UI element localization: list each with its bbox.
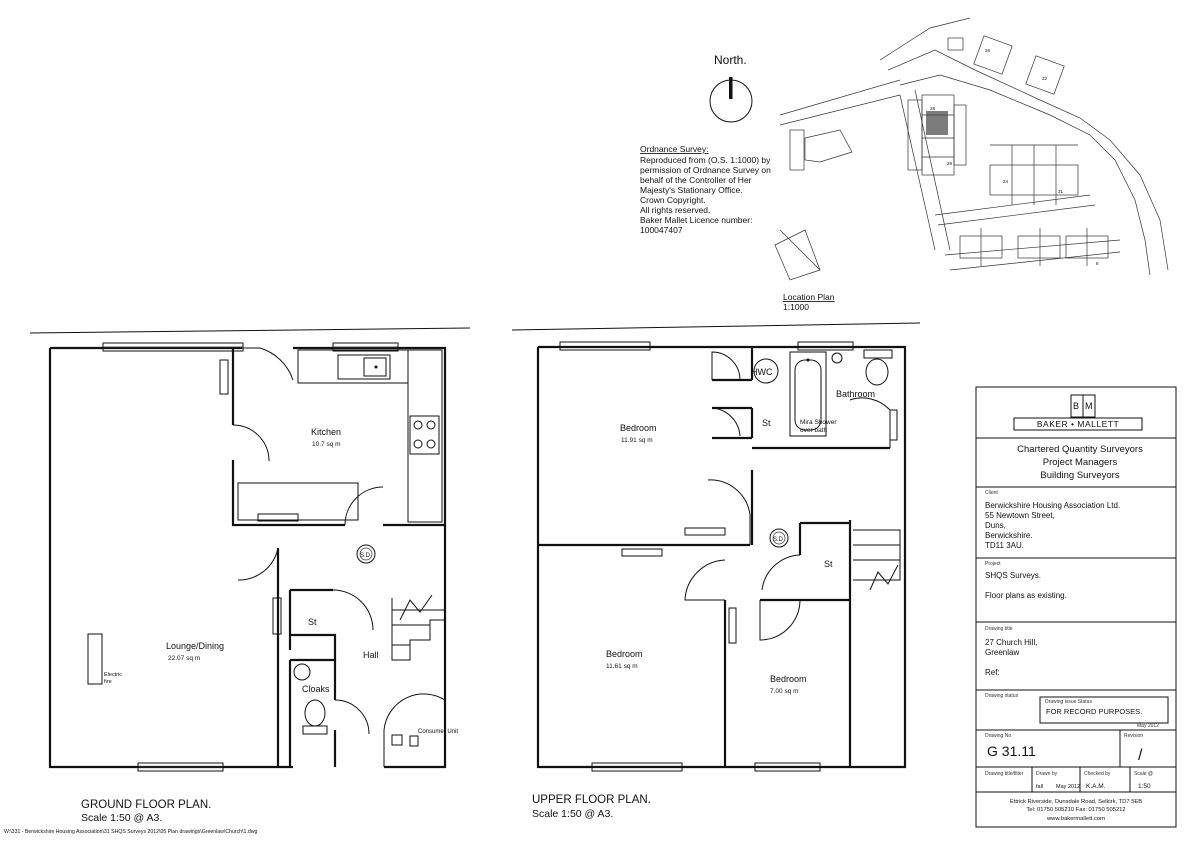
bedroom3-area: 7.00 sq m (770, 688, 799, 695)
upper-floor-title: UPPER FLOOR PLAN. (532, 794, 651, 806)
bedroom2-area: 11.61 sq m (606, 663, 638, 670)
os-line: All rights reserved. (640, 205, 710, 215)
gf-smoke-detector: S.D (360, 553, 371, 559)
os-line: Majesty's Stationary Office. (640, 185, 743, 195)
checked-value: K.A.M. (1086, 783, 1106, 790)
drawing-title-label: Drawing title (985, 626, 1013, 632)
status-value: FOR RECORD PURPOSES. (1046, 707, 1142, 716)
client-line: Berwickshire Housing Association Ltd. (985, 501, 1120, 510)
status-label: Drawing issue Status (1045, 699, 1092, 705)
client-line: Duns, (985, 521, 1006, 530)
ground-floor-plan: S.D Kitchen 10.7 sq m Lounge/Dining 22.0… (29, 327, 471, 772)
client-line: Berwickshire. (985, 531, 1033, 540)
location-plan-scale: 1:1000 (783, 302, 809, 312)
office-tel: Tel: 01750 505210 Fax: 01750 505212 (1026, 807, 1125, 813)
os-line: 100047407 (640, 225, 683, 235)
drawing-no-label: Drawing No (985, 733, 1011, 739)
scale-label: Scale @ (1134, 771, 1153, 777)
service-line: Project Managers (1043, 457, 1118, 468)
os-line: Baker Mallet Licence number: (640, 215, 752, 225)
plot-number: 26 (985, 48, 991, 53)
electric-fire-label: Electric (104, 672, 122, 678)
revision-value: / (1138, 747, 1143, 764)
kitchen-label: Kitchen (311, 427, 341, 437)
os-line: permission of Ordnance Survey on (640, 165, 771, 175)
ground-floor-scale: Scale 1:50 @ A3. (81, 812, 162, 824)
scale-value: 1:50 (1138, 783, 1151, 790)
date-label: Drawn by (1036, 771, 1058, 777)
consumer-unit-label: Consumer Unit (418, 729, 458, 735)
project-line: Floor plans as existing. (985, 591, 1067, 600)
bathroom-label: Bathroom (836, 389, 875, 399)
ref-label: Ref: (985, 668, 1000, 677)
lounge-label: Lounge/Dining (166, 641, 224, 651)
address-line: 27 Church Hill, (985, 638, 1037, 647)
address-line: Greenlaw (985, 648, 1019, 657)
gf-store-label: St (308, 617, 317, 627)
location-plan-map: 26 32 28 29 24 31 8 (774, 17, 1169, 281)
revision-label: Revision (1124, 733, 1143, 739)
shower-label: over bath (800, 427, 827, 434)
client-label: Client (985, 490, 998, 496)
office-address: Ettrick Riverside, Dunsdale Road, Selkir… (1010, 799, 1142, 805)
bedroom3-label: Bedroom (770, 674, 807, 684)
os-line: Reproduced from (O.S. 1:1000) by (640, 155, 771, 165)
checked-label: Checked by (1084, 771, 1111, 777)
plot-number: 8 (1096, 261, 1099, 266)
drawing-no-value: G 31.11 (987, 743, 1036, 759)
client-line: TD11 3AU. (985, 541, 1024, 550)
electric-fire-label: fire (104, 679, 112, 685)
project-line: SHQS Surveys. (985, 571, 1041, 580)
upper-floor-caption: UPPER FLOOR PLAN. Scale 1:50 @ A3. (532, 794, 651, 820)
kitchen-area: 10.7 sq m (312, 441, 341, 448)
svg-text:M: M (1085, 401, 1093, 411)
service-line: Chartered Quantity Surveyors (1017, 444, 1143, 455)
plot-number: 29 (947, 161, 953, 166)
lounge-area: 22.07 sq m (168, 655, 200, 662)
ground-floor-title: GROUND FLOOR PLAN. (81, 799, 211, 811)
os-heading: Ordnance Survey: (640, 144, 709, 154)
drawn-by-value: fall (1036, 784, 1043, 790)
plot-number: 24 (1003, 179, 1009, 184)
uf-smoke-detector: S.D (773, 537, 784, 543)
hwc-label: HWC (751, 367, 773, 377)
ground-floor-caption: GROUND FLOOR PLAN. Scale 1:50 @ A3. (81, 799, 211, 824)
service-line: Building Surveyors (1040, 470, 1119, 481)
bedroom1-area: 11.91 sq m (621, 437, 653, 444)
os-line: behalf of the Controller of Her (640, 175, 752, 185)
drawn-by-label: Drawing title/filter (985, 771, 1024, 777)
project-label: Project (985, 561, 1001, 567)
file-path: W:\331 - Berwickshire Housing Associatio… (4, 829, 257, 835)
client-line: 55 Newtown Street, (985, 511, 1055, 520)
os-line: Crown Copyright. (640, 195, 706, 205)
bedroom2-label: Bedroom (606, 649, 643, 659)
upper-floor-scale: Scale 1:50 @ A3. (532, 808, 613, 820)
north-arrow: North. (709, 53, 753, 123)
shower-label: Mira Shower (800, 419, 837, 426)
uf-store1-label: St (762, 418, 771, 428)
location-plan-title: Location Plan (783, 292, 835, 302)
office-web: www.bakermallett.com (1046, 816, 1105, 822)
drawing-status-label: Drawing status (985, 693, 1019, 699)
company-name: BAKER • MALLETT (1037, 419, 1119, 429)
title-block: B M BAKER • MALLETT Chartered Quantity S… (975, 386, 1177, 828)
upper-floor-plan: HWC St Bathroom Mira Shower over bath St (511, 322, 921, 772)
bedroom1-label: Bedroom (620, 423, 657, 433)
date-value: May 2012 (1056, 784, 1080, 790)
plot-number: 31 (1058, 189, 1064, 194)
status-date: May 2012 (1137, 723, 1159, 729)
plot-number: 32 (1042, 76, 1048, 81)
plot-number: 28 (930, 106, 936, 111)
cloaks-label: Cloaks (302, 684, 330, 694)
location-plan-caption: Location Plan 1:1000 (783, 292, 835, 312)
hall-label: Hall (363, 650, 379, 660)
uf-store2-label: St (824, 559, 833, 569)
ordnance-survey-note: Ordnance Survey: Reproduced from (O.S. 1… (640, 144, 771, 235)
north-label: North. (714, 53, 747, 67)
svg-text:B: B (1073, 401, 1079, 411)
